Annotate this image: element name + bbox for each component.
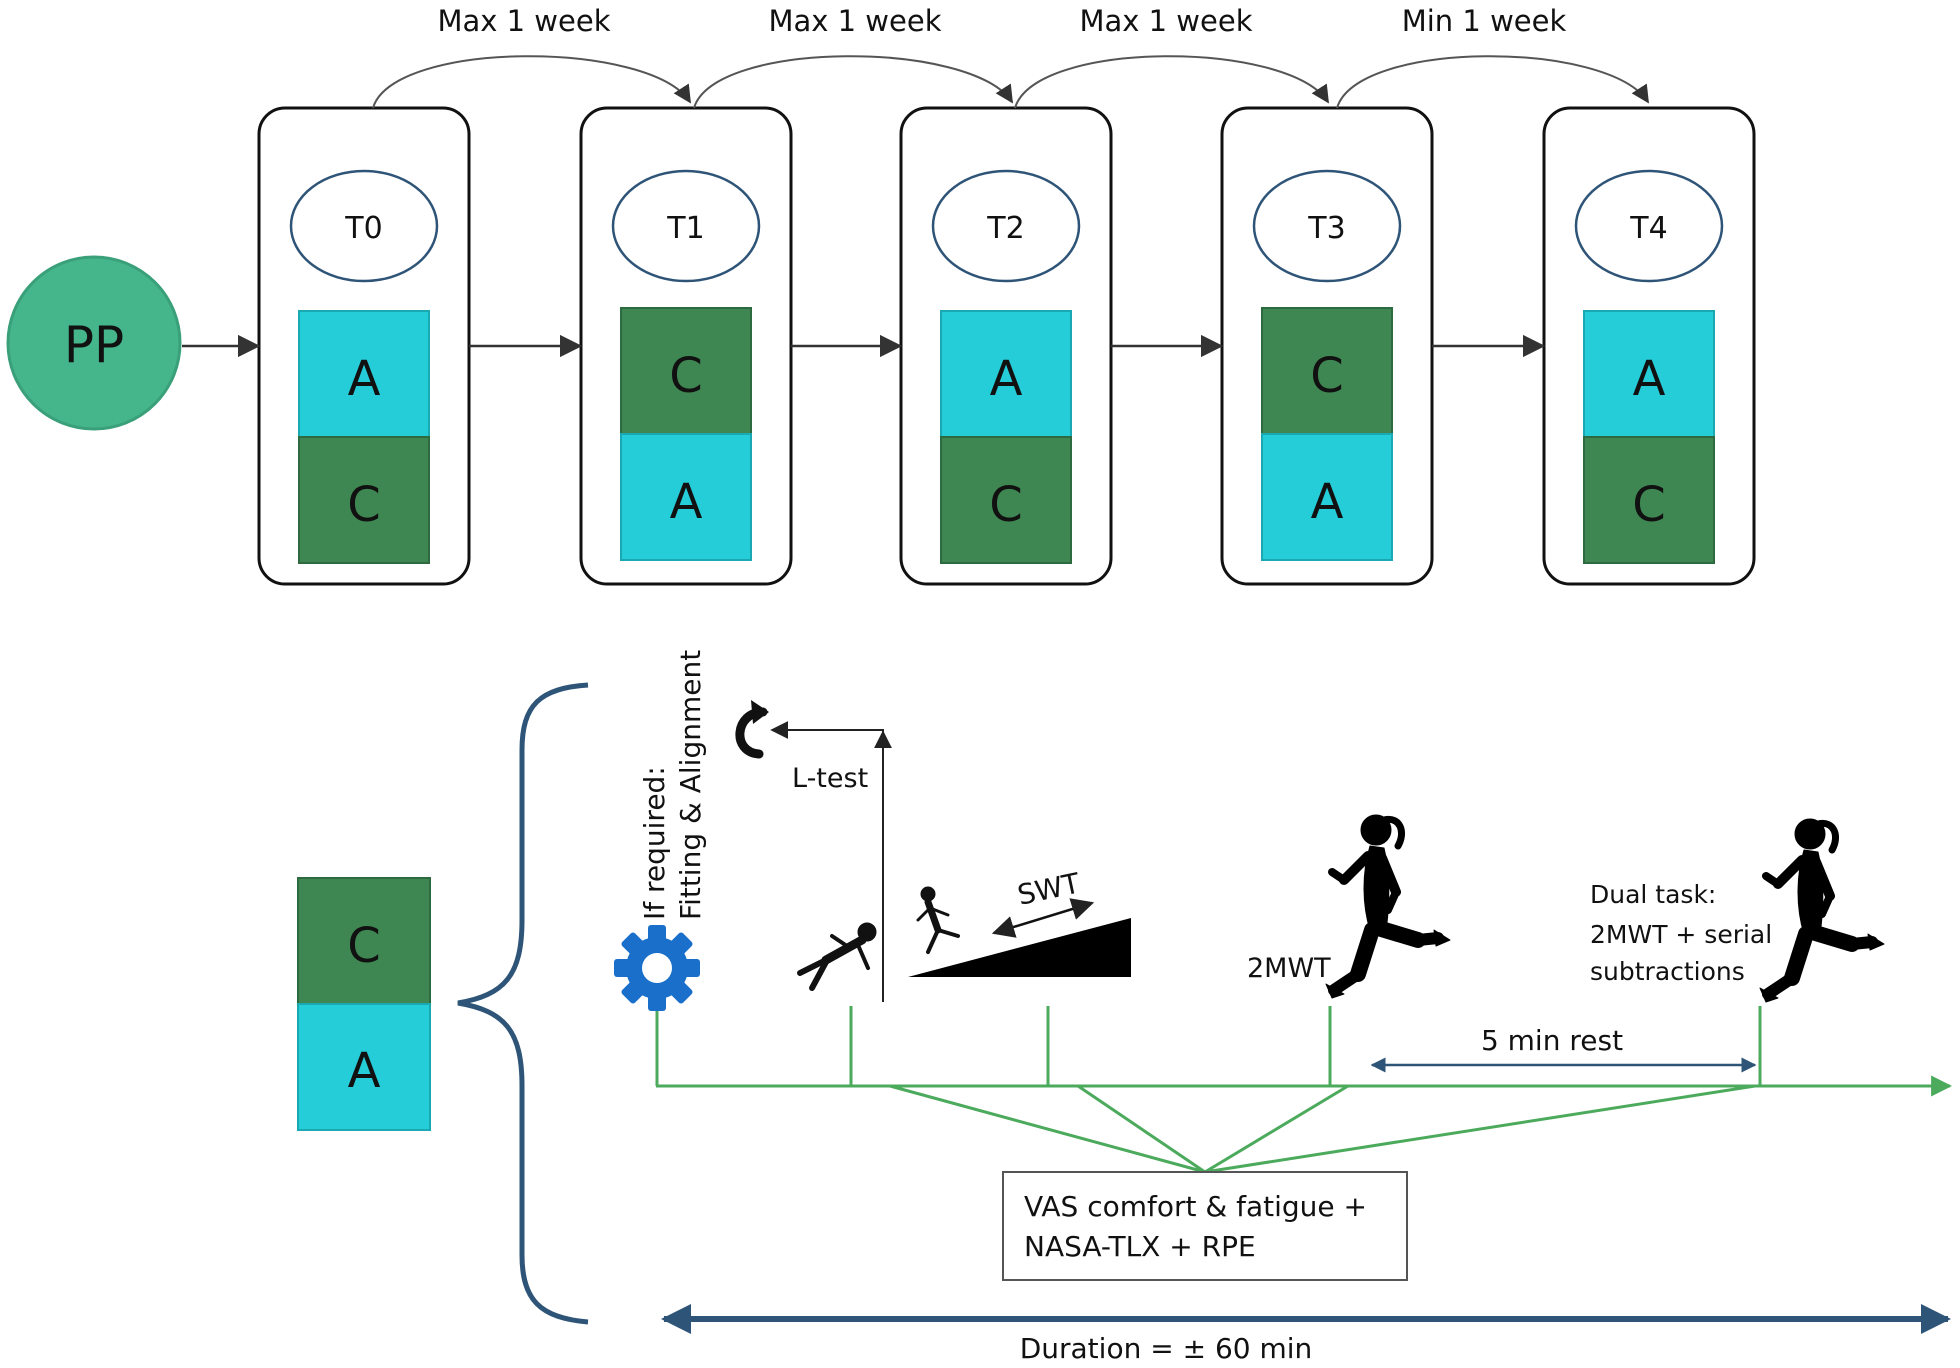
condition-block-bottom-label: C bbox=[347, 477, 381, 533]
condition-block-top bbox=[620, 307, 752, 435]
condition-block-bottom bbox=[298, 436, 430, 564]
dual-task-line-1: Dual task: bbox=[1590, 880, 1716, 909]
time-point-ellipse bbox=[931, 169, 1081, 283]
time-point-label: T2 bbox=[986, 211, 1024, 246]
interval-arc bbox=[1336, 55, 1649, 109]
small-runner-icon bbox=[916, 886, 960, 954]
fitting-line-1: If required: bbox=[638, 766, 671, 920]
detail-block-top-label: C bbox=[347, 918, 381, 974]
swt-arrow bbox=[991, 898, 1095, 938]
measures-connectors bbox=[889, 1084, 1756, 1174]
condition-block-top-label: A bbox=[1633, 351, 1666, 407]
time-point-label: T4 bbox=[1629, 211, 1667, 246]
condition-block-bottom bbox=[620, 433, 752, 561]
detail-block-bottom bbox=[297, 1003, 431, 1131]
interval-arc bbox=[693, 55, 1013, 109]
session-box-t1: T1C A bbox=[579, 106, 793, 586]
time-point-ellipse bbox=[611, 169, 761, 283]
session-box-t4: T4A C bbox=[1542, 106, 1756, 586]
measures-line-1: VAS comfort & fatigue + bbox=[1024, 1190, 1367, 1223]
condition-block-bottom bbox=[940, 436, 1072, 564]
time-point-ellipse bbox=[1574, 169, 1724, 283]
measures-box bbox=[1002, 1171, 1408, 1281]
interval-label: Max 1 week bbox=[437, 4, 610, 38]
runner-icon bbox=[1325, 814, 1451, 999]
time-point-label: T3 bbox=[1307, 211, 1345, 246]
pp-label: PP bbox=[64, 316, 124, 374]
time-point-ellipse bbox=[1252, 169, 1402, 283]
l-test-label: L-test bbox=[792, 763, 868, 794]
time-point-label: T1 bbox=[666, 211, 704, 246]
runner-icon bbox=[1759, 818, 1885, 1003]
condition-block-bottom-label: A bbox=[1311, 474, 1344, 530]
person-rising-icon bbox=[797, 922, 877, 991]
interval-label: Min 1 week bbox=[1402, 4, 1567, 38]
dual-task-line-3: subtractions bbox=[1590, 957, 1745, 986]
time-point-ellipse bbox=[289, 169, 439, 283]
gear-icon bbox=[614, 925, 700, 1011]
duration-label: Duration = ± 60 min bbox=[1020, 1332, 1313, 1365]
interval-label: Max 1 week bbox=[1079, 4, 1252, 38]
l-test-path bbox=[770, 721, 884, 1002]
session-detail: C A VAS comfort & fatigue + NASA-TLX + R… bbox=[297, 650, 1953, 1365]
pp-start-node: PP bbox=[6, 255, 182, 431]
condition-block-top-label: A bbox=[348, 351, 381, 407]
condition-block-top bbox=[1261, 307, 1393, 435]
condition-block-top-label: C bbox=[1310, 348, 1344, 404]
curly-brace bbox=[457, 682, 589, 1325]
condition-block-bottom bbox=[1261, 433, 1393, 561]
session-box-t0: T0A C bbox=[257, 106, 471, 586]
interval-arcs: Max 1 week Max 1 week Max 1 week Min 1 week bbox=[372, 4, 1649, 109]
slope-ramp bbox=[908, 918, 1131, 977]
session-box-t3: T3C A bbox=[1220, 106, 1434, 586]
interval-label: Max 1 week bbox=[768, 4, 941, 38]
detail-block-bottom-label: A bbox=[348, 1043, 381, 1099]
detail-block-top bbox=[297, 877, 431, 1005]
condition-block-top bbox=[940, 310, 1072, 438]
fitting-line-2: Fitting & Alignment bbox=[674, 650, 707, 920]
condition-block-bottom-label: A bbox=[670, 474, 703, 530]
2mwt-label: 2MWT bbox=[1247, 953, 1331, 984]
condition-block-top-label: A bbox=[990, 351, 1023, 407]
condition-block-bottom bbox=[1583, 436, 1715, 564]
condition-block-bottom-label: C bbox=[1632, 477, 1666, 533]
condition-block-top bbox=[1583, 310, 1715, 438]
dual-task-line-2: 2MWT + serial bbox=[1590, 920, 1772, 949]
condition-block-bottom-label: C bbox=[989, 477, 1023, 533]
swt-label: SWT bbox=[1015, 866, 1084, 911]
time-point-label: T0 bbox=[344, 211, 382, 246]
rest-label: 5 min rest bbox=[1481, 1024, 1623, 1057]
measures-line-2: NASA-TLX + RPE bbox=[1024, 1230, 1256, 1263]
detail-condition-block: C A bbox=[297, 877, 431, 1131]
interval-arc bbox=[1014, 55, 1329, 109]
u-turn-icon bbox=[735, 700, 769, 759]
interval-arc bbox=[372, 55, 691, 109]
condition-block-top-label: C bbox=[669, 348, 703, 404]
session-sequence: T0A C T1C A T2A C T3C A T4A C bbox=[182, 106, 1756, 586]
session-box-t2: T2A C bbox=[899, 106, 1113, 586]
